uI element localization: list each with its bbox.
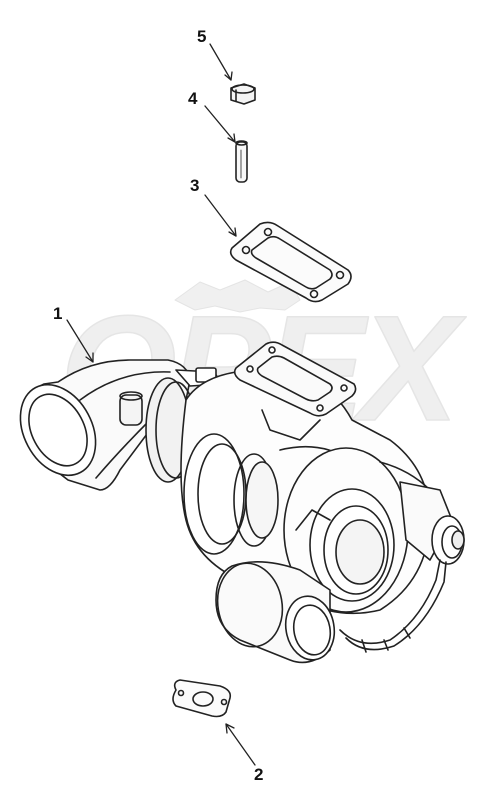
callout-1: 1	[53, 304, 63, 323]
compressor-inlet-tube	[215, 561, 336, 664]
callout-3: 3	[190, 176, 200, 195]
leader-5	[209, 43, 232, 81]
compressor-housing	[283, 447, 431, 613]
turbine-inlet-flange	[233, 341, 357, 441]
callout-2: 2	[254, 765, 264, 784]
leader-1	[66, 319, 94, 363]
leader-3	[204, 194, 237, 237]
part-2-drain-gasket	[172, 679, 232, 718]
leader-arrows	[66, 43, 256, 766]
leader-4	[204, 105, 236, 143]
oil-drain-pipe	[339, 559, 447, 653]
leader-2	[225, 723, 256, 766]
part-1-elbow-outlet	[19, 359, 191, 491]
compressor-outlet	[399, 481, 465, 565]
callout-5: 5	[197, 27, 207, 46]
part-5-nut	[230, 83, 256, 105]
part-4-stud	[235, 140, 248, 183]
callout-4: 4	[188, 89, 198, 108]
part-3-gasket	[229, 221, 352, 303]
